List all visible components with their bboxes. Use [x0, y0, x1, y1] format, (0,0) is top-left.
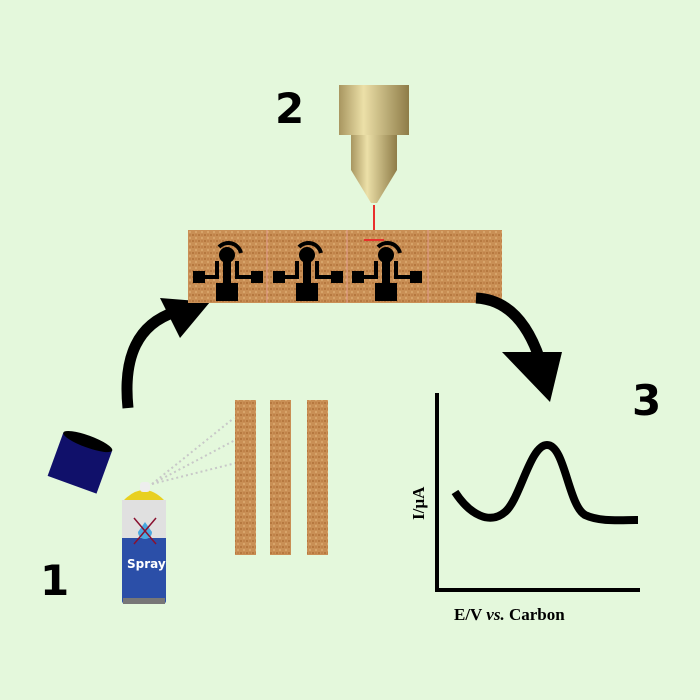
cork-sheet-electrodes — [188, 230, 502, 303]
step-1-label: 1 — [40, 556, 69, 605]
spray-can-icon — [122, 482, 166, 604]
cork-strip — [270, 400, 291, 555]
y-axis-label: I/µA — [409, 486, 428, 520]
cork-strip — [307, 400, 328, 555]
step-3-label: 3 — [632, 376, 661, 425]
x-axis-label: E/V vs. Carbon — [454, 605, 565, 624]
curved-arrow-icon — [475, 292, 562, 402]
x-axis-label-prefix: E/V — [454, 605, 486, 624]
curved-arrow-icon — [121, 298, 210, 409]
spray-can-label: Spray — [127, 557, 166, 571]
spray-cap-icon — [47, 431, 113, 494]
x-axis-label-suffix: Carbon — [505, 605, 566, 624]
x-axis-label-italic: vs. — [486, 605, 504, 624]
step-2-label: 2 — [275, 84, 304, 133]
cork-strip — [235, 400, 256, 555]
voltammogram-curve — [451, 440, 639, 525]
voltammogram — [435, 393, 640, 592]
laser-nozzle-icon — [339, 85, 409, 203]
